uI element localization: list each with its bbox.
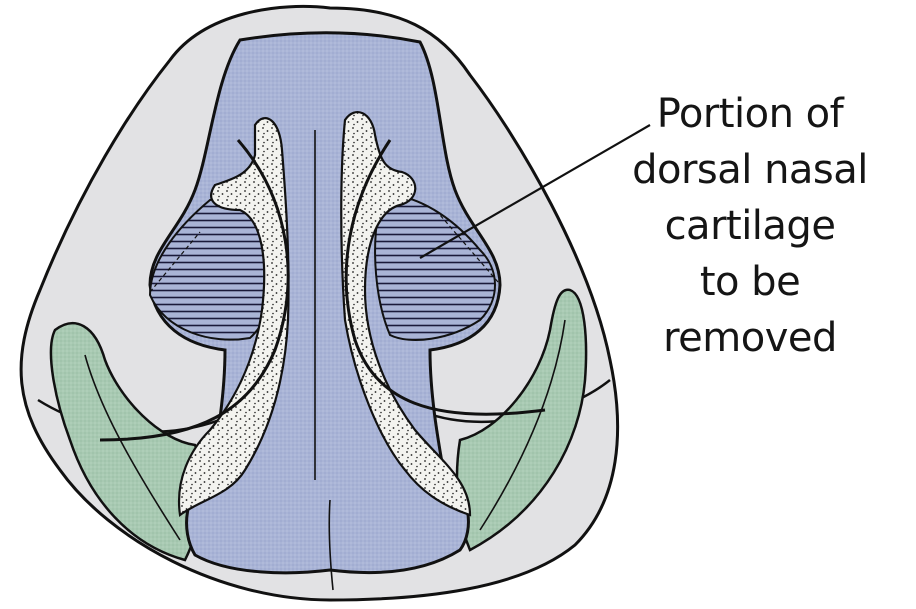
label-line-2: dorsal nasal [600, 142, 900, 198]
label-line-3: cartilage [600, 198, 900, 254]
annotation-label: Portion of dorsal nasal cartilage to be … [600, 86, 900, 366]
label-line-4: to be [600, 254, 900, 310]
label-line-1: Portion of [600, 86, 900, 142]
label-line-5: removed [600, 310, 900, 366]
